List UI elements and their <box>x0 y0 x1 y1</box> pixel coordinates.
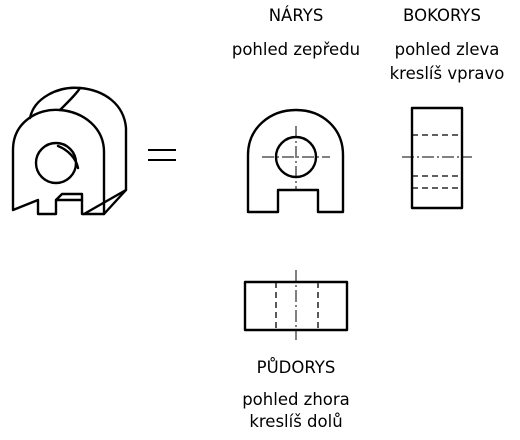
front-view-caption: pohled zepředu <box>231 40 361 59</box>
front-view-title: NÁRYS <box>268 6 324 25</box>
isometric-object <box>11 86 128 216</box>
object-hole-inner-edge <box>56 144 80 170</box>
object-right-depth-edge <box>102 188 128 216</box>
side-view-title: BOKORYS <box>403 6 481 25</box>
object-notch-depth <box>54 192 84 202</box>
front-view-outline <box>246 108 345 214</box>
top-view-caption-line1: pohled zhora <box>242 390 350 409</box>
top-view-caption-line2: kreslíš dolů <box>249 412 343 431</box>
side-view-outline <box>410 106 464 210</box>
side-view-drawing <box>410 106 464 210</box>
object-top-depth-edge <box>58 86 82 112</box>
side-view-caption-line1: pohled zleva <box>394 40 500 59</box>
top-view-title: PŮDORYS <box>256 358 336 377</box>
side-view-caption-line2: kreslíš vpravo <box>389 64 505 83</box>
object-hole <box>34 141 78 185</box>
equals-sign <box>148 149 176 161</box>
object-front-face <box>11 108 106 216</box>
